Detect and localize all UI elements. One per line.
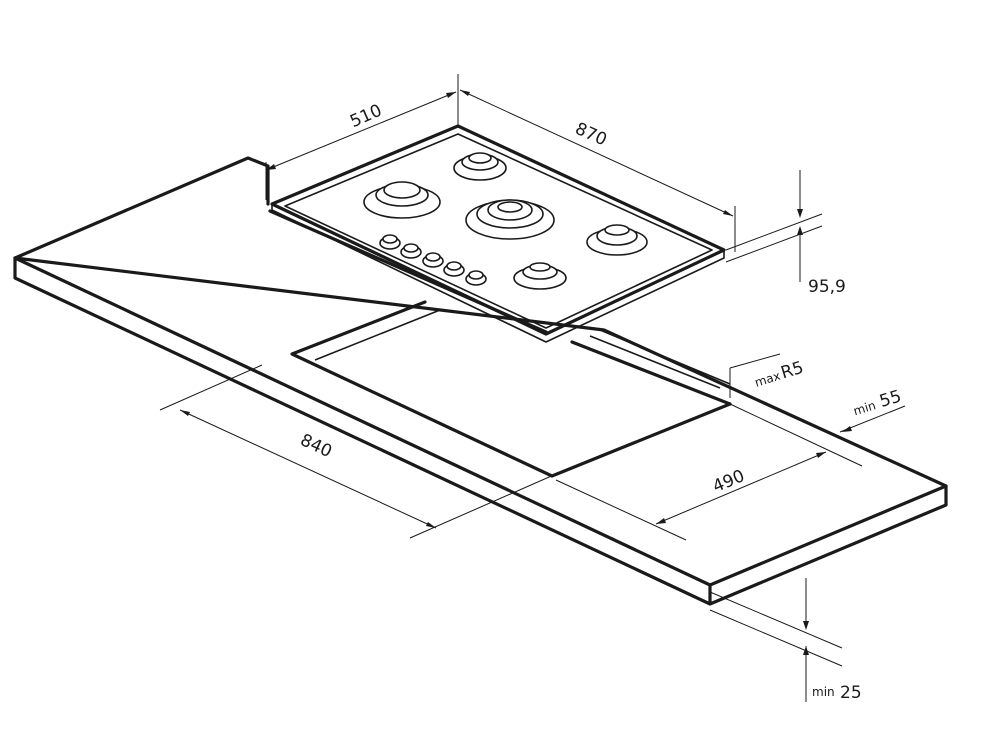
- cutout-back-inner-edge-2: [599, 329, 731, 385]
- hob-side-edge: [271, 204, 725, 343]
- label-hob-height: 95,9: [808, 277, 846, 297]
- dimension-lines: [159, 74, 906, 702]
- label-corner-radius: max R5: [753, 358, 806, 390]
- burner-left-large: [363, 181, 441, 219]
- corner-radius-value: R5: [779, 358, 806, 384]
- cutout-back-edge: [570, 340, 732, 406]
- cutout-back-inner-edge: [589, 335, 721, 389]
- min-thickness-value: 25: [840, 683, 862, 703]
- dimension-labels: 510 870 95,9 840 490 max R5 min 55 min 2…: [297, 101, 904, 703]
- label-min-thickness: min 25: [812, 683, 862, 703]
- cutout: [290, 300, 732, 478]
- label-cutout-width: 840: [297, 430, 335, 462]
- min-thickness-prefix: min: [812, 685, 835, 699]
- label-hob-width: 870: [572, 119, 610, 150]
- min-distance-prefix: min: [852, 398, 878, 418]
- burner-right: [586, 224, 648, 256]
- countertop-front-edge: [13, 256, 948, 606]
- label-hob-depth: 510: [347, 101, 385, 132]
- gas-hob: [270, 124, 726, 343]
- control-knobs: [379, 234, 487, 286]
- hob-inner-outline: [284, 133, 713, 329]
- label-min-distance: min 55: [852, 386, 904, 418]
- corner-radius-prefix: max: [753, 369, 782, 390]
- cutout-left-edge: [290, 300, 732, 478]
- burner-center-wok: [465, 199, 555, 240]
- cutout-inner-edge: [314, 309, 441, 361]
- burner-rear: [453, 152, 507, 181]
- label-cutout-depth: 490: [710, 466, 748, 497]
- burner-front: [513, 262, 567, 290]
